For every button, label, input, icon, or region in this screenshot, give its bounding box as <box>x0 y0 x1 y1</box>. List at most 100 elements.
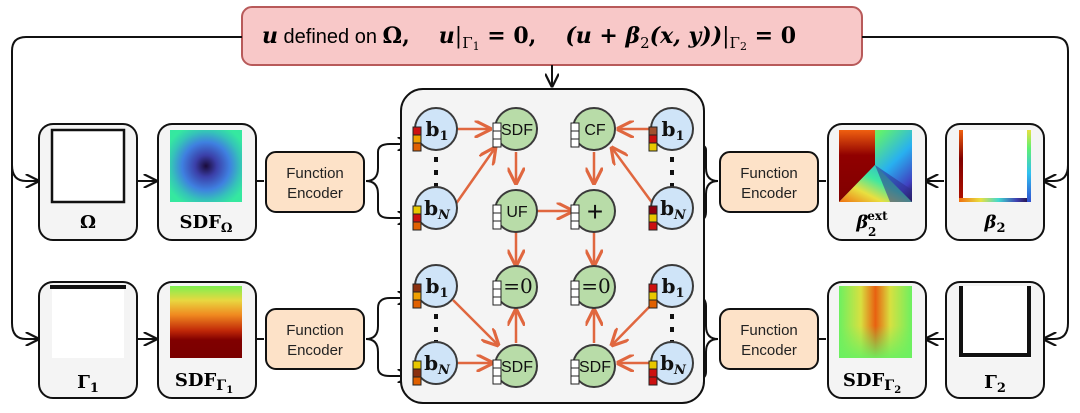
coefficient-stack <box>648 126 658 152</box>
encoder-label-line2: Encoder <box>741 185 797 202</box>
sdf-omega-panel: SDFΩ <box>157 123 257 241</box>
op-node-plus: + <box>570 189 616 233</box>
ellipsis-dots <box>670 157 674 188</box>
gamma2-label: Γ2 <box>984 372 1006 396</box>
op-node-sdf-bottom-right: SDF <box>570 344 616 388</box>
basis-node-bN: bN <box>648 186 694 231</box>
sdf-gamma2-label: SDFΓ2 <box>843 370 901 396</box>
op-label: =0 <box>581 274 610 298</box>
op-node-sdf: SDF <box>492 107 538 151</box>
coefficient-stack <box>648 360 658 386</box>
edge-bN-to-sdf <box>451 148 495 209</box>
connector-to-gamma1 <box>11 165 38 339</box>
basis-node-bN: bN <box>412 341 458 386</box>
basis-label: b1 <box>661 274 684 301</box>
brace-left-top-bN <box>365 180 410 218</box>
gamma2-panel: Γ2 <box>945 281 1045 399</box>
op-node-uf: UF <box>492 189 538 233</box>
output-stack <box>492 122 502 148</box>
beta2-bottom-boundary <box>959 198 1031 202</box>
op-label: UF <box>506 204 528 221</box>
sdf-gamma2-panel: SDFΓ2 <box>827 281 927 399</box>
op-node-eq0-right: =0 <box>570 265 616 309</box>
beta2-left-boundary <box>959 130 963 202</box>
coefficient-stack <box>412 283 422 309</box>
basis-label: bN <box>424 196 451 223</box>
beta2-ext-panel: βext 2 <box>827 123 927 241</box>
beta2-ext-label: βext <box>855 209 888 233</box>
omega-square-icon <box>50 128 126 204</box>
gamma1-label: Γ1 <box>77 372 99 396</box>
edge-b1-to-sdf-bottom-left <box>452 299 498 345</box>
output-stack <box>570 359 580 385</box>
output-stack <box>492 280 502 306</box>
sdf-omega-heatmap <box>170 130 242 202</box>
encoder-label-line2: Encoder <box>287 342 343 359</box>
sdf-gamma1-panel: SDFΓ1 <box>157 281 257 399</box>
omega-panel: Ω <box>38 123 138 241</box>
output-stack <box>570 204 580 230</box>
op-node-eq0-left: =0 <box>492 265 538 309</box>
basis-node-b1: b1 <box>412 264 458 345</box>
encoder-label-line1: Function <box>286 322 344 339</box>
basis-label: b1 <box>425 117 448 144</box>
basis-label: b1 <box>425 274 448 301</box>
basis-node-b1: b1 <box>412 107 458 188</box>
coefficient-stack <box>412 126 422 152</box>
basis-label: bN <box>660 351 687 378</box>
coefficient-stack <box>648 205 658 231</box>
beta2-panel: β2 <box>945 123 1045 241</box>
constraint-box: u defined on Ω, u|Γ1 = 0, (u + β2(x, y))… <box>241 6 863 66</box>
beta2-ext-heatmap <box>839 130 912 202</box>
brace-left-bottom-bN <box>365 338 410 376</box>
brace-left-bottom-b1 <box>365 298 410 340</box>
function-encoder-left-bottom: Function Encoder <box>265 308 365 370</box>
connector-to-gamma2 <box>1044 165 1069 339</box>
beta2-ext-subscript: 2 <box>868 225 876 239</box>
graph-edges <box>451 129 658 363</box>
sdf-omega-label: SDFΩ <box>180 212 233 236</box>
connector-to-beta2 <box>862 36 1069 181</box>
op-node-sdf-bottom-left: SDF <box>492 344 538 388</box>
sdf-gamma1-heatmap <box>170 286 242 358</box>
gamma1-panel: Γ1 <box>38 281 138 399</box>
encoder-label-line1: Function <box>740 165 798 182</box>
basis-node-b1: b1 <box>648 264 694 345</box>
basis-label: bN <box>660 196 687 223</box>
encoder-label-line2: Encoder <box>741 342 797 359</box>
encoder-label-line1: Function <box>286 165 344 182</box>
gamma2-boundary-icon <box>959 286 1031 357</box>
basis-node-b1: b1 <box>648 107 694 188</box>
output-stack <box>570 122 580 148</box>
ellipsis-dots <box>434 157 438 188</box>
function-encoder-right-bottom: Function Encoder <box>719 308 819 370</box>
basis-node-bN: bN <box>412 186 458 231</box>
encoder-label-line1: Function <box>740 322 798 339</box>
output-stack <box>570 280 580 306</box>
edge-bN-to-cf <box>612 148 658 209</box>
op-label: SDF <box>501 122 533 139</box>
constraint-text: u defined on Ω, u|Γ1 = 0, (u + β2(x, y))… <box>262 23 796 53</box>
coefficient-stack <box>412 205 422 231</box>
ellipsis-dots <box>434 314 438 345</box>
beta2-label: β2 <box>984 212 1006 236</box>
basis-label: b1 <box>661 117 684 144</box>
coefficient-stack <box>648 283 658 309</box>
coefficient-stack <box>412 360 422 386</box>
sdf-gamma1-label: SDFΓ1 <box>175 370 233 396</box>
function-encoder-left-top: Function Encoder <box>265 151 365 213</box>
basis-nodes: b1 bN b1 bN b1 bN b1 bN <box>412 107 694 386</box>
ellipsis-dots <box>670 314 674 345</box>
op-node-cf: CF <box>570 107 616 151</box>
output-stack <box>492 359 502 385</box>
op-label: CF <box>584 122 606 139</box>
op-label: SDF <box>501 359 533 376</box>
connector-to-omega <box>11 36 242 181</box>
output-stack <box>492 204 502 230</box>
op-label: SDF <box>579 359 611 376</box>
op-label: + <box>587 196 603 227</box>
brace-left-top-b1 <box>365 144 410 182</box>
function-encoder-right-top: Function Encoder <box>719 151 819 213</box>
